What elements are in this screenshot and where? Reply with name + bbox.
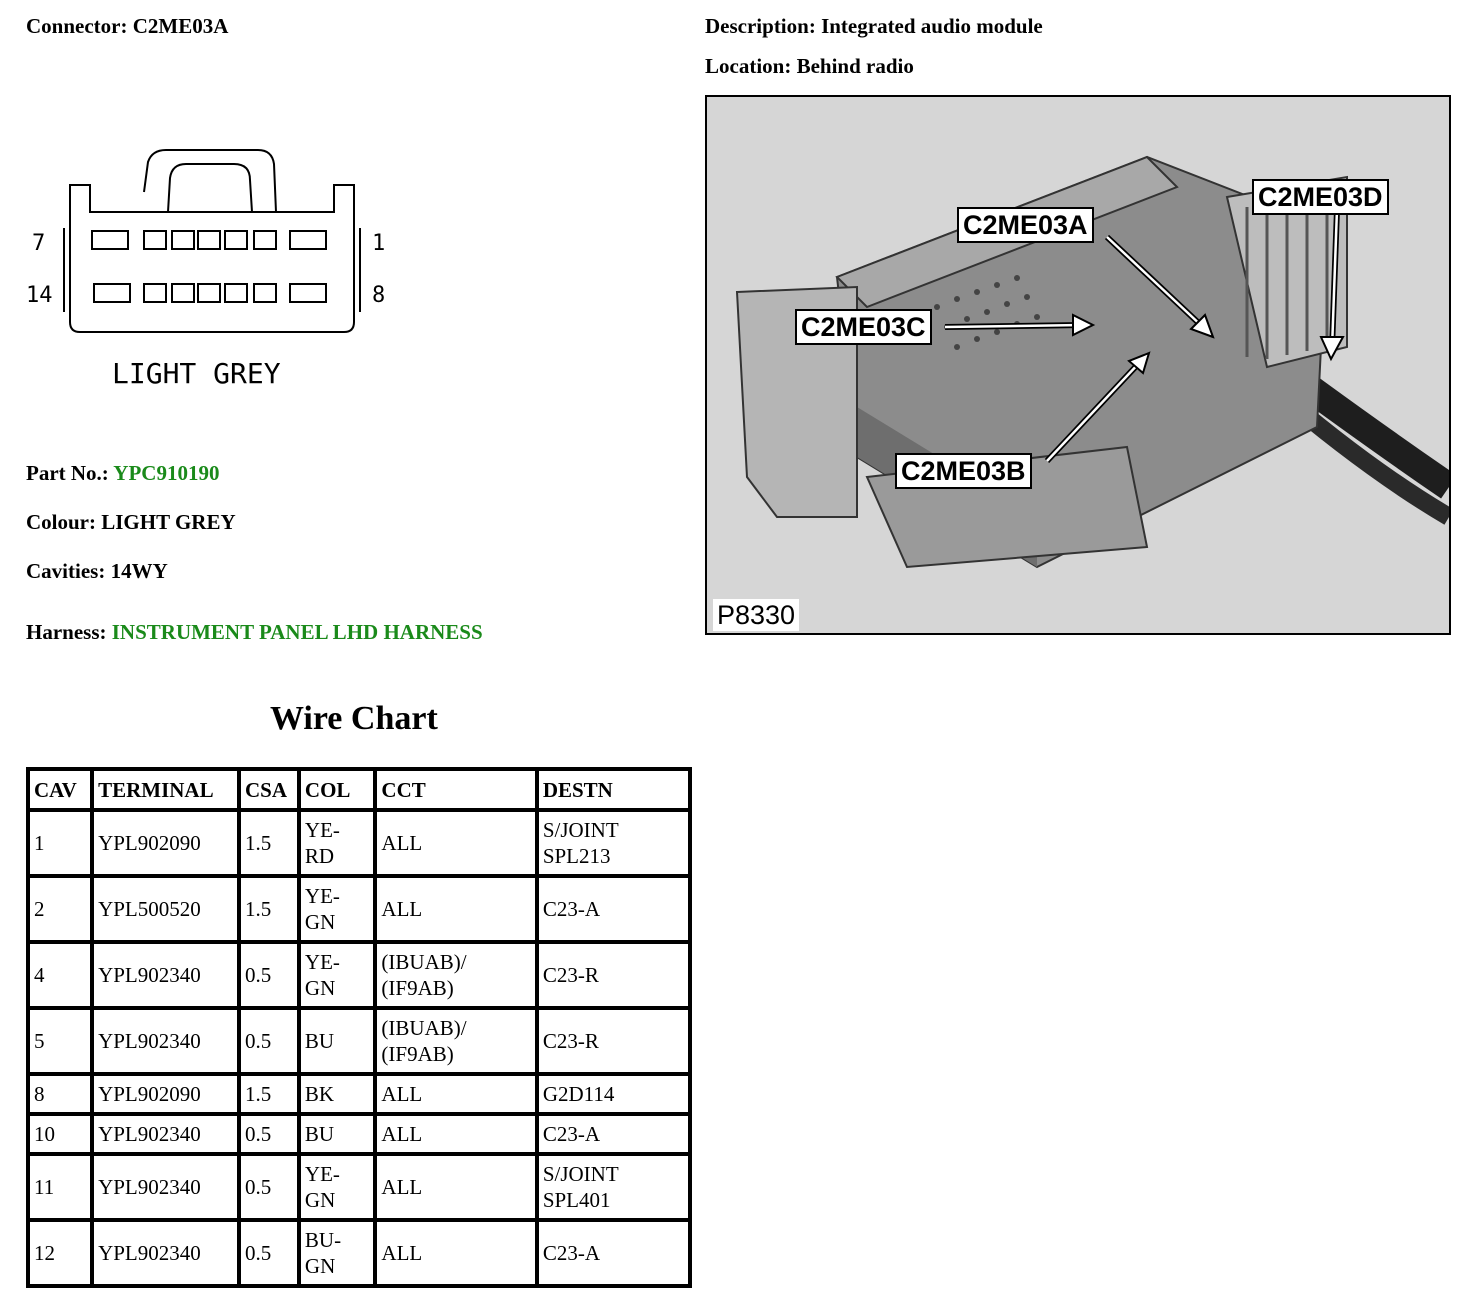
location-value: Behind radio bbox=[796, 54, 914, 78]
cell-col: BU bbox=[300, 1010, 374, 1072]
cell-cct: ALL bbox=[377, 1222, 535, 1284]
cell-terminal: YPL902090 bbox=[94, 1076, 237, 1112]
cell-terminal: YPL902090 bbox=[94, 812, 237, 874]
cell-destn: G2D114 bbox=[538, 1076, 688, 1112]
wire-chart-header-row: CAV TERMINAL CSA COL CCT DESTN bbox=[30, 771, 688, 808]
part-no-label: Part No.: bbox=[26, 461, 109, 485]
connector-label: Connector: bbox=[26, 14, 128, 38]
callout-c2me03c: C2ME03C bbox=[795, 309, 932, 345]
cavities-field: Cavities: 14WY bbox=[26, 559, 168, 584]
cell-col: BU-GN bbox=[300, 1222, 374, 1284]
cell-cct: ALL bbox=[377, 1156, 535, 1218]
harness-label: Harness: bbox=[26, 620, 107, 644]
header-terminal: TERMINAL bbox=[94, 771, 237, 808]
cell-csa: 1.5 bbox=[240, 878, 297, 940]
cell-cct: ALL bbox=[377, 1116, 535, 1152]
cell-cav: 11 bbox=[30, 1156, 91, 1218]
cell-col: BU bbox=[300, 1116, 374, 1152]
header-cav: CAV bbox=[30, 771, 91, 808]
cell-cav: 12 bbox=[30, 1222, 91, 1284]
pin-label-8: 8 bbox=[372, 283, 385, 308]
connector-face-diagram: 7 1 14 8 LIGHT GREY bbox=[26, 149, 385, 390]
cell-csa: 0.5 bbox=[240, 1116, 297, 1152]
wire-chart-title: Wire Chart bbox=[270, 700, 438, 737]
part-no-value[interactable]: YPC910190 bbox=[113, 461, 220, 485]
callout-c2me03b: C2ME03B bbox=[895, 453, 1032, 489]
cell-cav: 5 bbox=[30, 1010, 91, 1072]
colour-value: LIGHT GREY bbox=[101, 510, 236, 534]
cell-terminal: YPL500520 bbox=[94, 878, 237, 940]
cavities-label: Cavities: bbox=[26, 559, 106, 583]
cell-col: YE-RD bbox=[300, 812, 374, 874]
callout-c2me03d: C2ME03D bbox=[1252, 179, 1389, 215]
pin-label-14: 14 bbox=[26, 283, 53, 308]
colour-field: Colour: LIGHT GREY bbox=[26, 510, 236, 535]
header-csa: CSA bbox=[240, 771, 297, 808]
callout-c2me03a: C2ME03A bbox=[957, 207, 1094, 243]
description-label: Description: bbox=[705, 14, 816, 38]
cell-col: YE-GN bbox=[300, 878, 374, 940]
cell-destn: C23-A bbox=[538, 878, 688, 940]
cell-destn: C23-R bbox=[538, 1010, 688, 1072]
cell-terminal: YPL902340 bbox=[94, 1156, 237, 1218]
cell-col: YE-GN bbox=[300, 1156, 374, 1218]
header-cct: CCT bbox=[377, 771, 535, 808]
header-destn: DESTN bbox=[538, 771, 688, 808]
radio-unit-illustration bbox=[735, 155, 1449, 569]
cell-destn: C23-R bbox=[538, 944, 688, 1006]
diagram-colour-caption: LIGHT GREY bbox=[112, 357, 281, 390]
cell-cav: 8 bbox=[30, 1076, 91, 1112]
cell-cct: ALL bbox=[377, 878, 535, 940]
pin-label-1: 1 bbox=[372, 231, 385, 256]
harness-field: Harness: INSTRUMENT PANEL LHD HARNESS bbox=[26, 620, 483, 645]
harness-value[interactable]: INSTRUMENT PANEL LHD HARNESS bbox=[111, 620, 483, 644]
cell-cav: 4 bbox=[30, 944, 91, 1006]
connector-field: Connector: C2ME03A bbox=[26, 14, 228, 39]
cell-csa: 0.5 bbox=[240, 944, 297, 1006]
colour-label: Colour: bbox=[26, 510, 96, 534]
photo-reference-id: P8330 bbox=[713, 599, 800, 631]
description-field: Description: Integrated audio module bbox=[705, 14, 1043, 39]
cell-terminal: YPL902340 bbox=[94, 1116, 237, 1152]
cell-col: YE-GN bbox=[300, 944, 374, 1006]
location-photo: C2ME03D C2ME03A C2ME03C C2ME03B P8330 bbox=[705, 95, 1451, 635]
cell-cav: 2 bbox=[30, 878, 91, 940]
cavities-value: 14WY bbox=[110, 559, 168, 583]
cell-destn: C23-A bbox=[538, 1116, 688, 1152]
header-col: COL bbox=[300, 771, 374, 808]
cell-cav: 10 bbox=[30, 1116, 91, 1152]
cell-cct: (IBUAB)/(IF9AB) bbox=[377, 1010, 535, 1072]
cell-terminal: YPL902340 bbox=[94, 944, 237, 1006]
cell-cct: ALL bbox=[377, 812, 535, 874]
location-field: Location: Behind radio bbox=[705, 54, 914, 79]
cell-csa: 0.5 bbox=[240, 1222, 297, 1284]
connector-value: C2ME03A bbox=[132, 14, 229, 38]
cell-csa: 1.5 bbox=[240, 812, 297, 874]
cell-csa: 0.5 bbox=[240, 1156, 297, 1218]
cell-terminal: YPL902340 bbox=[94, 1010, 237, 1072]
cell-destn: C23-A bbox=[538, 1222, 688, 1284]
cell-csa: 0.5 bbox=[240, 1010, 297, 1072]
cell-cct: (IBUAB)/(IF9AB) bbox=[377, 944, 535, 1006]
cell-terminal: YPL902340 bbox=[94, 1222, 237, 1284]
cell-csa: 1.5 bbox=[240, 1076, 297, 1112]
location-label: Location: bbox=[705, 54, 792, 78]
part-no-field: Part No.: YPC910190 bbox=[26, 461, 219, 486]
cell-col: BK bbox=[300, 1076, 374, 1112]
description-value: Integrated audio module bbox=[821, 14, 1043, 38]
cell-cct: ALL bbox=[377, 1076, 535, 1112]
pin-label-7: 7 bbox=[32, 231, 45, 256]
cell-cav: 1 bbox=[30, 812, 91, 874]
